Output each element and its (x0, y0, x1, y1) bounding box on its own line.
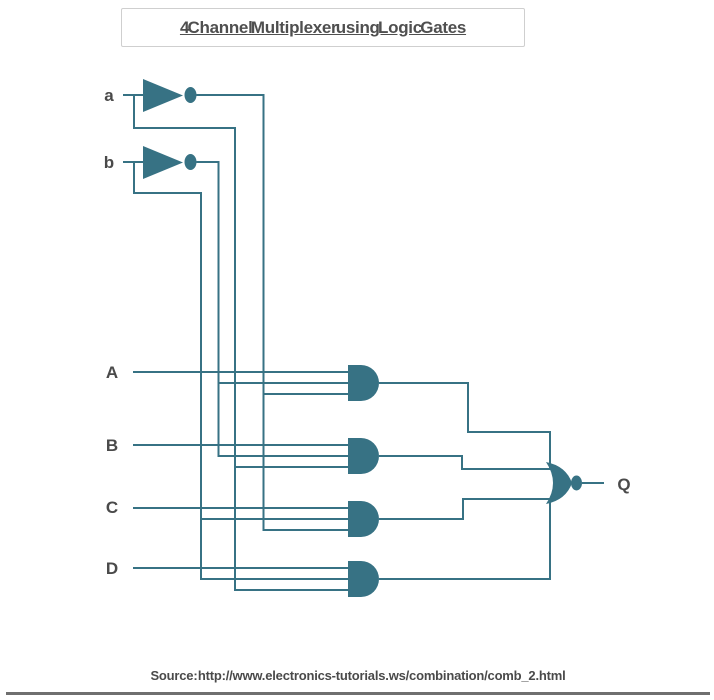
input-C-label: C (105, 498, 119, 517)
wire-and2-out (379, 455, 552, 470)
and-gate-2-icon (348, 438, 379, 474)
wire-b-branch (133, 162, 349, 520)
not-gate-b-icon (143, 146, 197, 179)
not-gate-a-icon (143, 79, 197, 112)
wire-not-a-branch (262, 394, 349, 531)
wire-not-b-branch (217, 383, 349, 457)
not-gate-b-bubble (184, 154, 197, 170)
input-a-box: a (95, 75, 123, 115)
not-gate-a-triangle (143, 79, 183, 112)
or-gate-body (546, 462, 572, 504)
wire-b-branch2 (200, 519, 349, 580)
wire-and4-out (379, 498, 551, 580)
input-A-label: A (105, 363, 119, 382)
input-A-box: A (91, 351, 133, 394)
and-gate-3-icon (348, 501, 379, 537)
or-gate-bubble (571, 475, 582, 491)
input-B-label: B (105, 436, 119, 455)
input-a-label: a (104, 85, 114, 105)
wire-and3-out (379, 498, 552, 520)
input-D-label: D (105, 559, 119, 578)
wires (123, 94, 604, 591)
input-B-box: B (91, 424, 133, 467)
output-q-label: Q (617, 474, 631, 494)
or-gate-icon (546, 462, 582, 504)
input-b-label: b (103, 152, 115, 172)
wire-a-branch (133, 95, 349, 468)
not-gate-b-triangle (143, 146, 183, 179)
and-gate-4-icon (348, 561, 379, 597)
and-gate-1-icon (348, 365, 379, 401)
not-gate-a-bubble (184, 87, 197, 103)
title-box: 4 Channel Multiplexer using Logic Gates (121, 8, 525, 47)
diagram-title: 4 Channel Multiplexer using Logic Gates (179, 17, 467, 37)
wire-a-branch2 (234, 467, 349, 591)
wire-not-a (196, 94, 349, 395)
input-D-box: D (91, 547, 133, 590)
input-C-box: C (91, 486, 133, 529)
wire-not-b (196, 161, 349, 384)
source-url-text: Source: http://www.electronics-tutorials… (150, 667, 566, 683)
wire-and1-out (379, 382, 551, 470)
input-b-box: b (95, 142, 123, 182)
source-bar: Source: http://www.electronics-tutorials… (6, 658, 710, 695)
output-q-box: Q (604, 463, 644, 505)
